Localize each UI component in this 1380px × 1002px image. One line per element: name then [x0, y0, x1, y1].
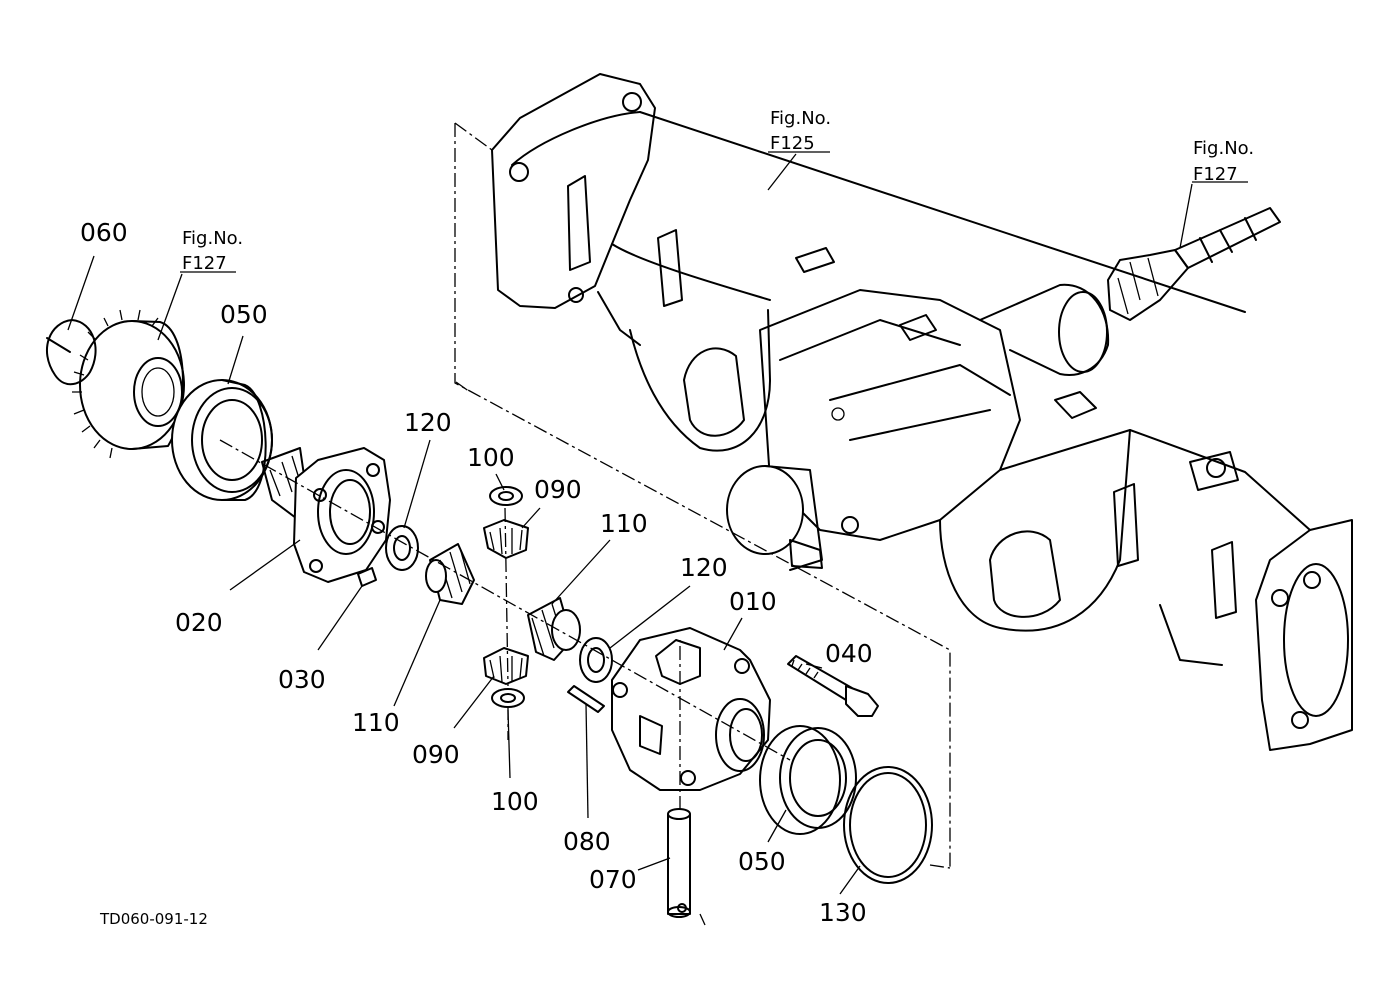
part-label-050-b: 050 [738, 847, 786, 876]
pinion-shaft [1107, 207, 1281, 321]
part-label-060: 060 [80, 218, 128, 247]
part-label-010: 010 [729, 587, 777, 616]
part-label-120: 120 [404, 408, 452, 437]
part-label-040: 040 [825, 639, 873, 668]
fig-ref-number: F127 [182, 253, 227, 274]
part-label-090-b: 090 [412, 740, 460, 769]
part-label-050: 050 [220, 300, 268, 329]
part-label-030: 030 [278, 665, 326, 694]
part-020-side-cover [261, 447, 391, 583]
assembly-center-lines [219, 122, 951, 926]
part-060-snap-ring [46, 319, 97, 386]
part-label-020: 020 [175, 608, 223, 637]
part-label-110: 110 [600, 509, 648, 538]
part-label-120-b: 120 [680, 553, 728, 582]
part-labels: 060 050 120 100 090 110 120 010 040 020 … [80, 218, 873, 927]
part-070-shaft [667, 808, 691, 918]
axle-housing [491, 73, 1353, 751]
part-030-pin [357, 567, 377, 587]
fig-ref-prefix: Fig.No. [770, 108, 831, 129]
fig-ref-prefix: Fig.No. [182, 228, 243, 249]
part-label-070: 070 [589, 865, 637, 894]
part-040-bolt [787, 655, 879, 717]
part-label-130: 130 [819, 898, 867, 927]
figure-reference-f127-left: Fig.No. F127 [182, 228, 243, 274]
part-120-thrust-washer [385, 525, 613, 683]
part-label-090: 090 [534, 475, 582, 504]
part-label-100: 100 [467, 443, 515, 472]
part-label-080: 080 [563, 827, 611, 856]
leader-lines [67, 151, 1248, 895]
fig-ref-number: F125 [770, 133, 815, 154]
part-label-110-b: 110 [352, 708, 400, 737]
part-010-diff-case [611, 627, 771, 791]
part-130-shim [843, 766, 933, 884]
fig-ref-prefix: Fig.No. [1193, 138, 1254, 159]
fig-ref-number: F127 [1193, 164, 1238, 185]
figure-reference-f127-right: Fig.No. F127 [1193, 138, 1254, 185]
part-050-bearing-right [759, 725, 857, 835]
figure-reference-f125: Fig.No. F125 [770, 108, 831, 154]
drawing-code: TD060-091-12 [99, 910, 208, 928]
part-label-100-b: 100 [491, 787, 539, 816]
part-050-bearing [171, 379, 273, 501]
part-080-pin [567, 685, 605, 713]
part-110-side-gear [425, 543, 581, 661]
ring-gear [72, 309, 185, 459]
